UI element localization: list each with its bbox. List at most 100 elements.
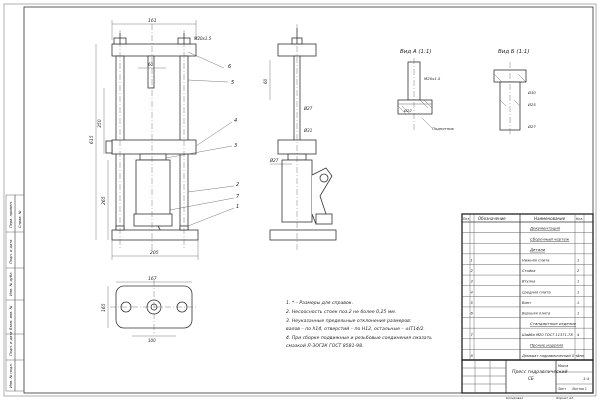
spec-row-qty: 2 — [577, 269, 580, 273]
spec-header-pos: Поз. — [463, 217, 470, 221]
middle-plate — [111, 139, 197, 155]
frame-side-label-4: Инв. № дубл. — [9, 271, 13, 296]
spec-row-pos: 6 — [471, 312, 474, 316]
dim-base-width: 205 — [150, 250, 159, 256]
note-4b: смазкой Л-ЗОГ2К ГОСТ 8581-98. — [286, 343, 363, 349]
spec-row-name: Верхняя плита — [522, 312, 550, 316]
spec-row-name: Детали — [529, 247, 546, 252]
spec-header-qty: Кол. — [576, 217, 583, 221]
dim-thread-a: M20x1.5 — [424, 76, 441, 81]
spec-row-name: Прочие изделия — [530, 342, 564, 347]
spec-row-pos: 8 — [471, 354, 474, 358]
frame-side-label-3: Подп. и дата — [9, 240, 13, 264]
front-view: 161 M20x1.5 60 615 350 265 205 6 5 4 3 2… — [89, 18, 240, 260]
title-sheet: Лист — [557, 387, 566, 391]
title-sheets: Листов 1 — [571, 387, 587, 391]
spec-row-pos: 2 — [471, 269, 474, 273]
spec-row-name: Нижняя плита — [522, 258, 549, 262]
sheet-border — [3, 3, 597, 397]
spec-row-name: Втулка — [522, 280, 535, 284]
view-b-detail: Вид Б (1:1) Ø30 Ø25 Ø27 — [493, 49, 536, 136]
spec-row-pos: 4 — [471, 290, 474, 294]
note-3b: валов – по h14, отверстий – по H12, оста… — [286, 326, 425, 332]
note-1: 1. * – Размеры для справок. — [286, 300, 353, 306]
spec-row-pos: 7 — [471, 333, 474, 337]
dim-inner-width: 60 — [148, 62, 154, 67]
plan-view: 167 165 100 — [101, 276, 198, 343]
dim-plan-width: 167 — [148, 276, 157, 282]
title-block: Пресс гидравлический СБ Масса 1:4 Лист Л… — [461, 359, 594, 400]
callout-7: 7 — [236, 194, 240, 200]
note-4: 4. При сборке подвижные и резьбовые соед… — [286, 335, 432, 341]
spec-row-name: Стандартные изделия — [530, 321, 577, 326]
spec-row-qty: 1 — [577, 312, 579, 316]
jack-top — [139, 153, 167, 161]
dim-top-width: 161 — [148, 18, 157, 24]
frame-side-label-6: Подп. и дата — [9, 332, 13, 356]
spec-row-pos: 1 — [471, 258, 473, 262]
dim-height-low: 265 — [101, 196, 107, 205]
dim-plan-height: 165 — [101, 303, 107, 312]
technical-notes: 1. * – Размеры для справок. 2. Несооснос… — [286, 300, 432, 349]
title-main: Пресс гидравлический — [512, 369, 567, 375]
view-a-title: Вид А (1:1) — [400, 49, 432, 55]
dim-height-main: 615 — [89, 135, 95, 144]
dim-plan-inner: 100 — [148, 338, 156, 343]
frame-side-label-7: Инв. № подл. — [9, 363, 13, 388]
specification-table: Поз. Обозначение Наименование Кол. Докум… — [461, 213, 594, 361]
spec-row-name: Документация — [529, 226, 561, 231]
callout-3: 3 — [234, 143, 237, 149]
note-2: 2. Несоосность стоек поз.2 не более 0,25… — [286, 309, 396, 315]
callout-5: 5 — [231, 80, 234, 86]
spec-header-name: Наименование — [534, 216, 566, 221]
callout-1: 1 — [236, 204, 239, 210]
spec-row-qty: 1 — [577, 301, 579, 305]
support-label: Подпятник — [432, 126, 455, 131]
spec-row-name: Стойка — [522, 269, 536, 273]
top-plate — [111, 43, 197, 57]
spec-row-qty: 1 — [577, 280, 579, 284]
dim-dia-d: Ø27 — [269, 158, 279, 163]
title-copied: Копировал — [506, 396, 523, 400]
title-mass: Масса — [558, 364, 568, 368]
dim-thread-top: M20x1.5 — [194, 36, 212, 41]
callout-2: 2 — [236, 182, 239, 188]
spec-row-name: Сборочный чертеж — [530, 236, 570, 241]
title-scale: 1:4 — [583, 376, 590, 381]
spec-row-name: Средняя плита — [522, 290, 551, 294]
title-format: Формат A3 — [556, 396, 573, 400]
spec-row-name: Домкрат гидравлический 5 тонн — [521, 354, 585, 358]
side-view: Ø27 Ø31 Ø27 60 — [263, 24, 337, 250]
base-plate — [111, 229, 199, 241]
left-margin-strip: Перв. примен. Подп. и дата Инв. № дубл. … — [5, 194, 25, 392]
dim-dia-c: Ø25 — [527, 102, 536, 107]
spec-row-qty: 1 — [577, 290, 579, 294]
dim-height-mid: 350 — [97, 119, 103, 128]
dim-col-d: Ø27 — [303, 106, 313, 111]
spec-row-name: Винт — [522, 301, 532, 305]
note-3: 3. Неуказанные предельные отклонения раз… — [286, 318, 412, 324]
frame-side-label-1: Перв. примен. — [9, 201, 13, 228]
dim-dia-d-b: Ø27 — [527, 124, 536, 129]
spec-row-pos: 3 — [471, 280, 474, 284]
jack-body — [135, 159, 171, 223]
view-a-detail: Вид А (1:1) M20x1.5 Ø22 Подпятник — [397, 49, 455, 131]
spec-row-name: Шайба M20 ГОСТ 11371-78 — [522, 333, 573, 337]
side-base-plate — [269, 229, 337, 241]
frame-side-label-2: Справ. № — [18, 210, 22, 228]
dim-col-d2: Ø31 — [303, 128, 312, 133]
spec-row-qty: 4 — [577, 333, 580, 337]
spec-row-pos: 5 — [471, 301, 474, 305]
callout-6: 6 — [228, 64, 231, 70]
view-b-title: Вид Б (1:1) — [498, 49, 530, 55]
dim-side-60: 60 — [263, 78, 268, 84]
spec-row-qty: 1 — [577, 258, 579, 262]
title-sub: СБ — [528, 376, 534, 381]
callout-4: 4 — [234, 118, 237, 124]
spec-header-designation: Обозначение — [478, 216, 506, 221]
frame-side-label-5: Взам. инв. № — [9, 305, 13, 330]
spec-row-qty: 1 — [577, 354, 579, 358]
dim-dia-a: Ø22 — [403, 108, 412, 113]
